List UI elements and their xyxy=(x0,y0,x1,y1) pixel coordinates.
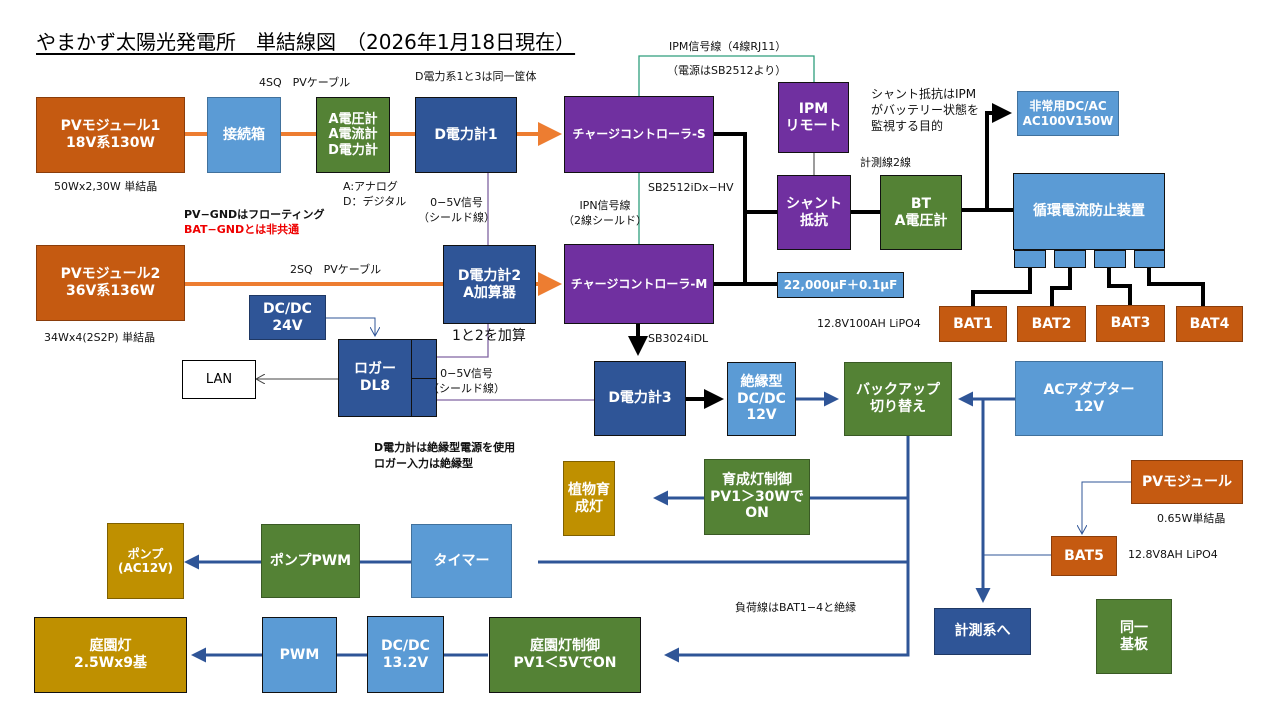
dcdc-13v[interactable]: DC/DC 13.2V xyxy=(367,616,444,693)
ipm-remote[interactable]: IPM リモート xyxy=(778,82,849,153)
pump-pwm[interactable]: ポンプPWM xyxy=(261,524,360,598)
battery-3[interactable]: BAT3 xyxy=(1096,305,1165,342)
port-1 xyxy=(1014,250,1046,268)
digital-power-meter-1[interactable]: D電力計1 xyxy=(415,97,517,173)
battery-bus xyxy=(628,103,1205,409)
garden-light[interactable]: 庭園灯 2.5Wx9基 xyxy=(34,617,187,693)
signal-label-2: 0−5V信号 （シールド線） xyxy=(428,367,505,395)
digital-power-meter-2[interactable]: D電力計2 A加算器 xyxy=(443,245,536,324)
to-measurement-system[interactable]: 計測系へ xyxy=(934,608,1031,655)
cc-s-model: SB2512iDx−HV xyxy=(648,181,734,194)
signal-label-1: 0−5V信号 （シールド線） xyxy=(418,196,495,224)
battery-1[interactable]: BAT1 xyxy=(939,306,1007,342)
pv1-spec: 50Wx2,30W 単結晶 xyxy=(54,180,158,193)
charge-controller-s[interactable]: チャージコントローラ-S xyxy=(564,96,714,173)
port-4 xyxy=(1134,250,1165,268)
capacitor-bank[interactable]: 22,000μF＋0.1μF xyxy=(777,272,904,298)
pump[interactable]: ポンプ (AC12V) xyxy=(107,523,184,599)
pv-module-small[interactable]: PVモジュール xyxy=(1131,460,1243,504)
emergency-inverter[interactable]: 非常用DC/AC AC100V150W xyxy=(1017,91,1119,136)
garden-light-controller[interactable]: 庭園灯制御 PV1＜5VでON xyxy=(489,617,641,693)
port-2 xyxy=(1054,250,1086,268)
ac-adapter-12v[interactable]: ACアダプター 12V xyxy=(1015,361,1163,436)
pv-gnd-note: PV−GNDはフローティング xyxy=(184,208,325,221)
charge-controller-m[interactable]: チャージコントローラ-M xyxy=(564,244,714,324)
cc-m-model: SB3024iDL xyxy=(648,332,709,345)
logger-input-1 xyxy=(411,339,437,379)
pv2-spec: 34Wx4(2S2P) 単結晶 xyxy=(44,331,156,344)
pv-cables xyxy=(184,122,562,296)
battery-5[interactable]: BAT5 xyxy=(1051,536,1117,576)
anti-circulation-device[interactable]: 循環電流防止装置 xyxy=(1013,173,1165,250)
bat5-spec: 12.8V8AH LiPO4 xyxy=(1128,548,1218,561)
backup-switch[interactable]: バックアップ 切り替え xyxy=(844,362,952,436)
cable-2sq-label: 2SQ PVケーブル xyxy=(290,263,382,276)
port-3 xyxy=(1094,250,1126,268)
cable-4sq-label: 4SQ PVケーブル xyxy=(259,76,351,89)
dcdc-24v[interactable]: DC/DC 24V xyxy=(249,295,326,340)
thin-lines xyxy=(256,317,1131,556)
ipn-signal-label: IPN信号線 （2線シールド） xyxy=(563,199,647,227)
pwm[interactable]: PWM xyxy=(262,617,337,693)
lan-port[interactable]: LAN xyxy=(182,360,256,399)
pv-small-spec: 0.65W単結晶 xyxy=(1157,512,1226,525)
isolated-power-note: D電力計は絶縁型電源を使用 xyxy=(374,441,516,454)
load-lines xyxy=(184,391,1016,663)
pv-module-1[interactable]: PVモジュール1 18V系130W xyxy=(36,97,185,173)
battery-2[interactable]: BAT2 xyxy=(1017,306,1086,342)
same-board-legend[interactable]: 同一 基板 xyxy=(1096,599,1172,674)
logger-input-2 xyxy=(411,378,437,417)
measure-2wire-label: 計測線2線 xyxy=(860,156,911,169)
bat-gnd-note: BAT−GNDとは非共通 xyxy=(184,223,300,236)
same-enclosure-note: D電力系1と3は同一筐体 xyxy=(415,70,537,83)
ipm-power-label: （電源はSB2512より） xyxy=(667,64,787,77)
grow-light-controller[interactable]: 育成灯制御 PV1＞30WでON xyxy=(704,459,810,535)
battery-4[interactable]: BAT4 xyxy=(1176,306,1243,342)
logger-isolated-note: ロガー入力は絶縁型 xyxy=(374,457,473,470)
battery-voltmeter[interactable]: BT A電圧計 xyxy=(880,175,962,250)
sum-label: 1と2を加算 xyxy=(452,328,526,344)
logger-dl8[interactable]: ロガー DL8 xyxy=(338,339,412,417)
junction-box[interactable]: 接続箱 xyxy=(207,97,281,173)
shunt-purpose-note: シャント抵抗はIPM がバッテリー状態を 監視する目的 xyxy=(871,87,980,134)
shunt-resistor[interactable]: シャント 抵抗 xyxy=(777,175,851,250)
timer[interactable]: タイマー xyxy=(411,524,512,598)
isolated-dcdc-12v[interactable]: 絶縁型 DC/DC 12V xyxy=(727,362,796,436)
diagram-title: やまかず太陽光発電所 単結線図 （2026年1月18日現在） xyxy=(36,30,576,54)
ipm-lines xyxy=(638,55,815,245)
grow-light[interactable]: 植物育 成灯 xyxy=(563,461,615,536)
ipm-signal-label: IPM信号線（4線RJ11） xyxy=(669,40,787,53)
pv-module-2[interactable]: PVモジュール2 36V系136W xyxy=(36,245,185,321)
analog-meter[interactable]: A電圧計 A電流計 D電力計 xyxy=(316,97,390,173)
signal-lines xyxy=(437,172,594,401)
analog-digital-legend: A:アナログ D：デジタル xyxy=(343,180,407,208)
digital-power-meter-3[interactable]: D電力計3 xyxy=(594,361,686,436)
load-isolation-note: 負荷線はBAT1−4と絶縁 xyxy=(735,601,857,614)
battery-spec: 12.8V100AH LiPO4 xyxy=(817,317,921,330)
